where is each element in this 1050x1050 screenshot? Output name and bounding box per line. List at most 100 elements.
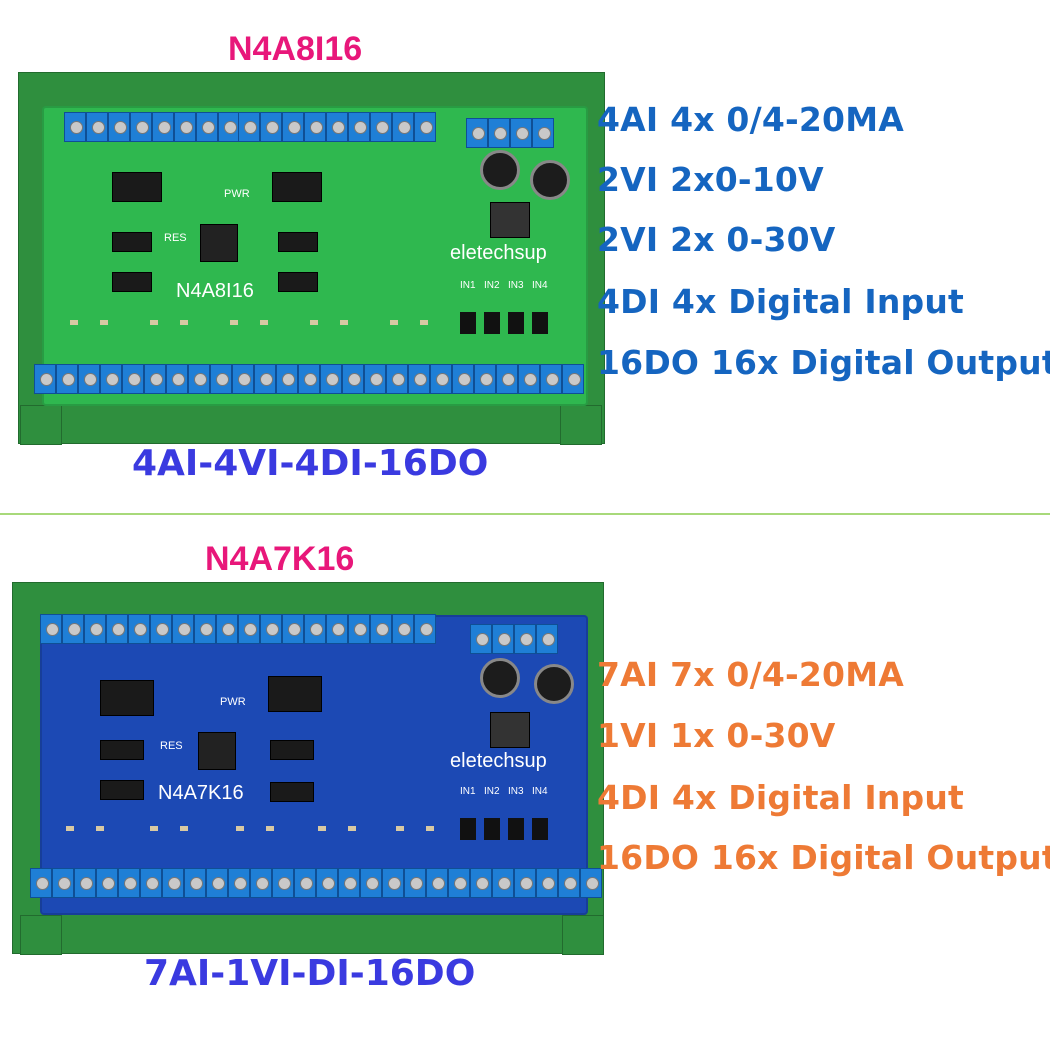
din-rail-foot-left <box>20 915 62 955</box>
ssr-relay <box>484 312 500 334</box>
terminal-block-power <box>466 118 554 148</box>
capacitor <box>480 658 520 698</box>
din-rail-foot-left <box>20 405 62 445</box>
bottom-model-title: N4A7K16 <box>205 540 355 578</box>
screw-terminal <box>40 614 62 644</box>
top-spec-line-2: 2VI 2x0-10V <box>597 160 824 199</box>
screw-terminal <box>196 112 218 142</box>
screw-terminal <box>166 364 188 394</box>
screw-terminal <box>430 364 452 394</box>
top-caption: 4AI-4VI-4DI-16DO <box>132 443 489 484</box>
inductor <box>490 712 530 748</box>
screw-terminal <box>282 614 304 644</box>
top-spec-line-1: 4AI 4x 0/4-20MA <box>597 100 904 139</box>
screw-terminal <box>304 112 326 142</box>
screw-terminal <box>298 364 320 394</box>
screw-terminal <box>532 118 554 148</box>
screw-terminal <box>360 868 382 898</box>
screw-terminal <box>488 118 510 148</box>
terminal-block-bottom <box>30 868 602 898</box>
terminal-block-top-mid <box>238 614 436 644</box>
ic-chip <box>100 680 154 716</box>
screw-terminal <box>150 614 172 644</box>
smd-component <box>96 826 104 831</box>
smd-component <box>310 320 318 325</box>
screw-terminal <box>370 112 392 142</box>
screw-terminal <box>122 364 144 394</box>
top-spec-line-5: 16DO 16x Digital Output <box>597 343 1050 382</box>
screw-terminal <box>118 868 140 898</box>
screw-terminal <box>108 112 130 142</box>
in2-label: IN2 <box>484 280 500 291</box>
ic-chip <box>112 172 162 202</box>
smd-component <box>396 826 404 831</box>
ic-chip <box>270 740 314 760</box>
screw-terminal <box>580 868 602 898</box>
screw-terminal <box>260 112 282 142</box>
ic-chip <box>278 272 318 292</box>
screw-terminal <box>276 364 298 394</box>
screw-terminal <box>510 118 532 148</box>
smd-component <box>150 826 158 831</box>
screw-terminal <box>174 112 196 142</box>
screw-terminal <box>272 868 294 898</box>
res-label: RES <box>160 740 183 752</box>
board-model-label: N4A7K16 <box>158 782 244 804</box>
top-spec-line-4: 4DI 4x Digital Input <box>597 282 964 321</box>
screw-terminal <box>232 364 254 394</box>
screw-terminal <box>84 614 106 644</box>
screw-terminal <box>254 364 276 394</box>
smd-component <box>390 320 398 325</box>
smd-component <box>420 320 428 325</box>
screw-terminal <box>184 868 206 898</box>
pwr-label: PWR <box>220 696 246 708</box>
screw-terminal <box>162 868 184 898</box>
screw-terminal <box>238 614 260 644</box>
smd-component <box>266 826 274 831</box>
screw-terminal <box>74 868 96 898</box>
smd-component <box>70 320 78 325</box>
screw-terminal <box>130 112 152 142</box>
bottom-spec-line-3: 4DI 4x Digital Input <box>597 778 964 817</box>
ssr-relay <box>532 312 548 334</box>
screw-terminal <box>210 364 232 394</box>
smd-component <box>150 320 158 325</box>
board-brand-label: eletechsup <box>450 242 547 264</box>
screw-terminal <box>304 614 326 644</box>
screw-terminal <box>342 364 364 394</box>
screw-terminal <box>250 868 272 898</box>
top-model-title: N4A8I16 <box>228 30 363 68</box>
smd-component <box>236 826 244 831</box>
din-rail-foot-right <box>560 405 602 445</box>
screw-terminal <box>56 364 78 394</box>
screw-terminal <box>100 364 122 394</box>
screw-terminal <box>492 868 514 898</box>
capacitor <box>530 160 570 200</box>
screw-terminal <box>364 364 386 394</box>
res-label: RES <box>164 232 187 244</box>
screw-terminal <box>370 614 392 644</box>
screw-terminal <box>86 112 108 142</box>
ic-chip <box>278 232 318 252</box>
screw-terminal <box>62 614 84 644</box>
in1-label: IN1 <box>460 280 476 291</box>
screw-terminal <box>194 614 216 644</box>
screw-terminal <box>496 364 518 394</box>
ic-chip <box>100 740 144 760</box>
board-brand-label: eletechsup <box>450 750 547 772</box>
in1-label: IN1 <box>460 786 476 797</box>
screw-terminal <box>316 868 338 898</box>
ssr-relay <box>532 818 548 840</box>
bottom-caption: 7AI-1VI-DI-16DO <box>144 953 476 994</box>
screw-terminal <box>474 364 496 394</box>
pwr-label: PWR <box>224 188 250 200</box>
terminal-block-top-left <box>64 112 240 142</box>
smd-component <box>348 826 356 831</box>
screw-terminal <box>34 364 56 394</box>
screw-terminal <box>30 868 52 898</box>
screw-terminal <box>326 112 348 142</box>
screw-terminal <box>260 614 282 644</box>
capacitor <box>534 664 574 704</box>
screw-terminal <box>140 868 162 898</box>
bottom-spec-line-1: 7AI 7x 0/4-20MA <box>597 655 904 694</box>
